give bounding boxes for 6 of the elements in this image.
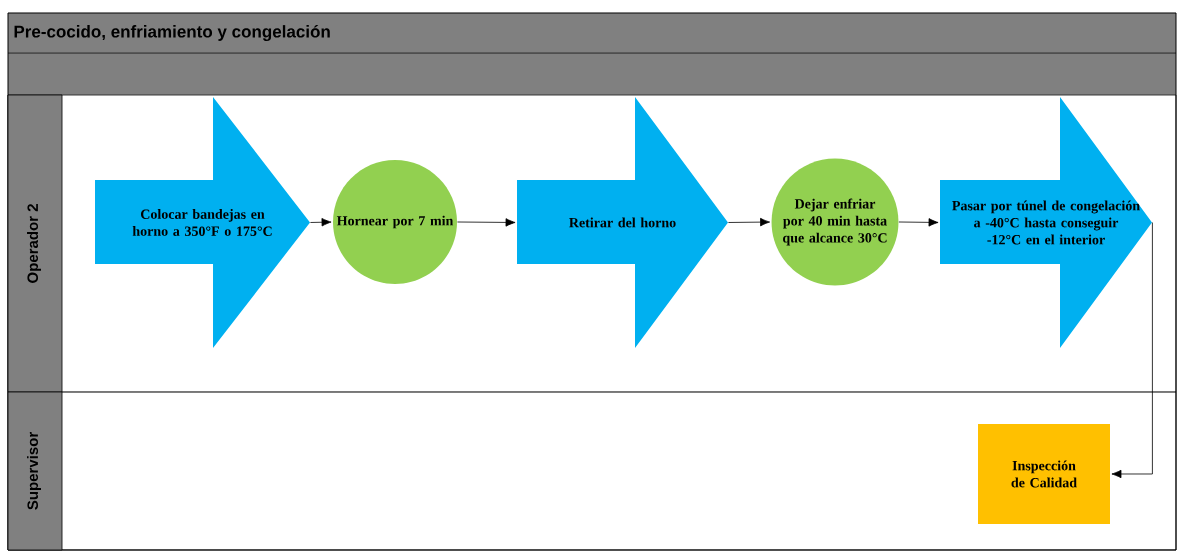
- arrow: [728, 217, 771, 227]
- arrow: [898, 218, 939, 227]
- arrow: [310, 218, 332, 227]
- arrow: [1111, 222, 1153, 479]
- process-box: Inspección de Calidad: [978, 424, 1110, 524]
- arrow: [457, 218, 516, 227]
